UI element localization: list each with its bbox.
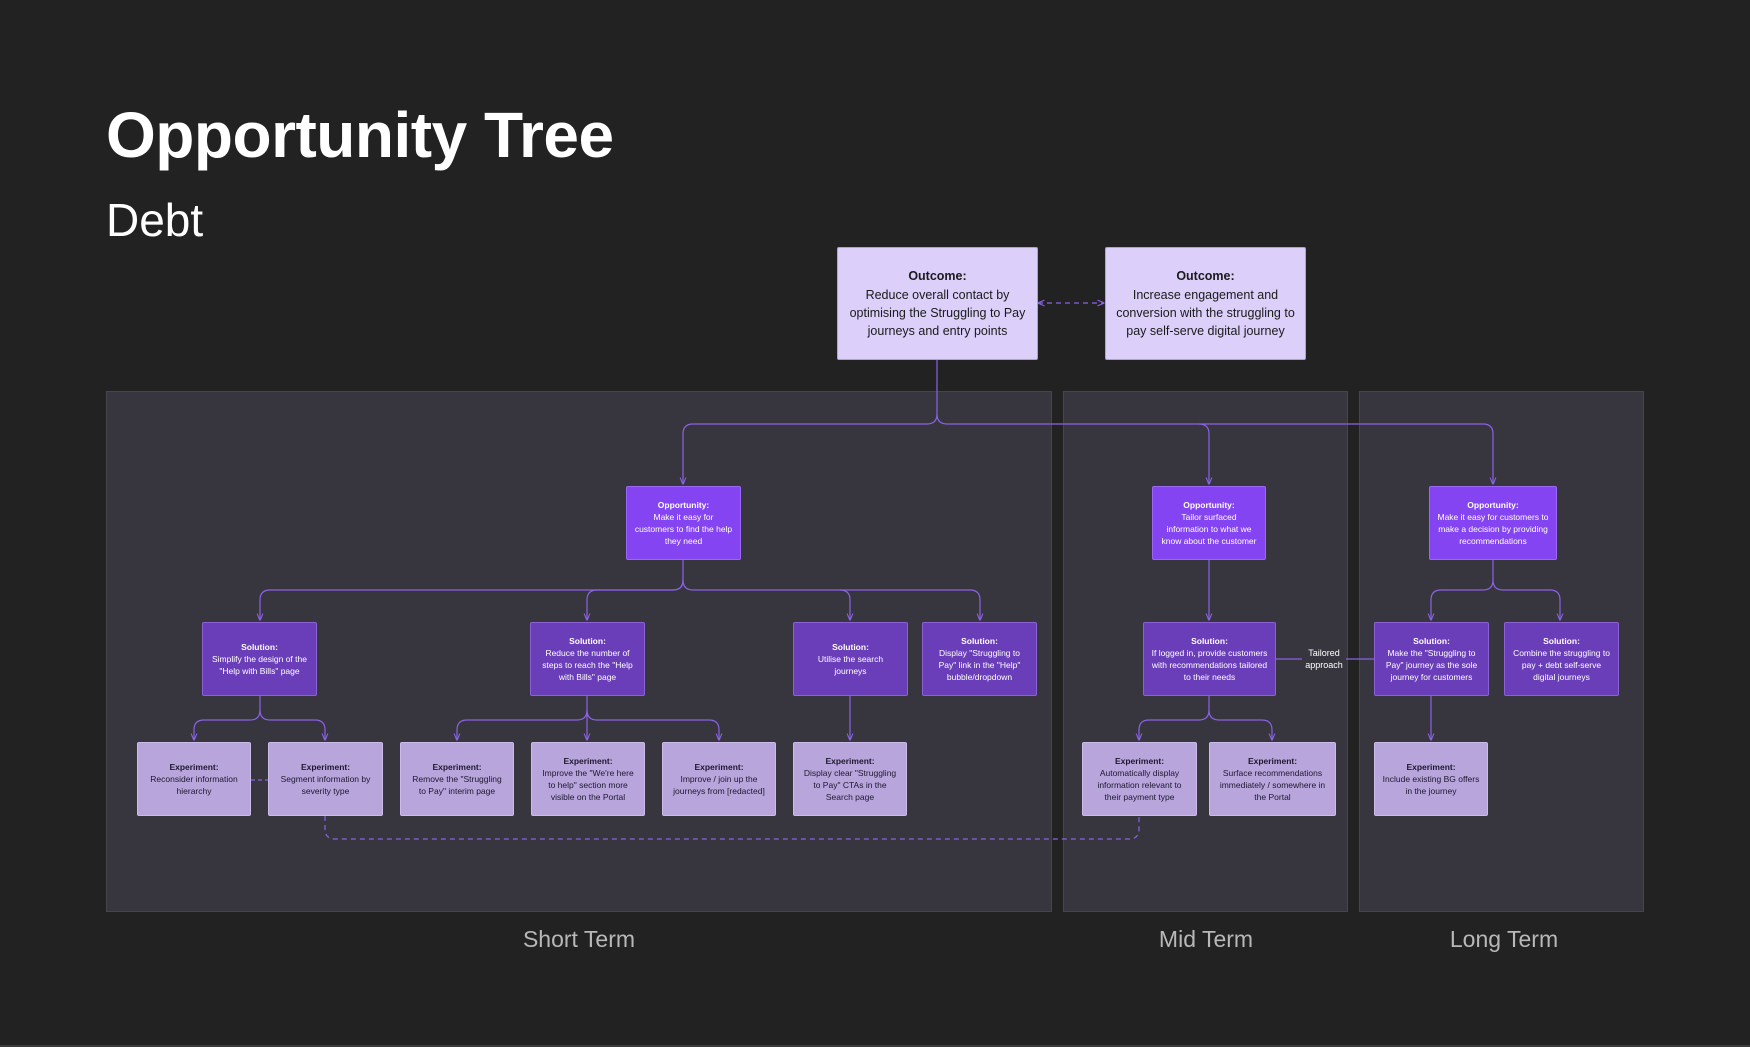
solution-node[interactable]: Solution: Simplify the design of the "He… [202, 622, 317, 696]
bottom-edge [0, 1045, 1750, 1047]
sol1-trunk [194, 696, 261, 740]
link-experiment-5 [586, 709, 719, 740]
mid-term-label: Mid Term [1158, 926, 1254, 952]
experiment-node[interactable]: Experiment: Reconsider information hiera… [137, 742, 251, 816]
experiment-node[interactable]: Experiment: Improve / join up the journe… [662, 742, 776, 816]
opportunity-node[interactable]: Opportunity: Tailor surfaced information… [1152, 486, 1266, 560]
solution-node[interactable]: Solution: Utilise the search journeys [793, 622, 908, 696]
sol5-trunk [1139, 696, 1210, 740]
link-solution-7 [1492, 579, 1560, 620]
outcome-trunk [926, 360, 938, 425]
experiment-2-7-link [324, 816, 1140, 840]
tailored-approach-label: Tailored approach [1305, 648, 1343, 670]
experiment-node[interactable]: Experiment: Automatically display inform… [1082, 742, 1197, 816]
solution-node[interactable]: Solution: If logged in, provide customer… [1143, 622, 1276, 696]
link-experiment-8 [1208, 709, 1272, 740]
link-solution-3 [682, 579, 850, 620]
page-title: Opportunity Tree [106, 99, 614, 171]
link-opportunity-1 [683, 423, 927, 484]
solution-node[interactable]: Solution: Make the "Struggling to Pay" j… [1374, 622, 1489, 696]
link-solution-4 [840, 589, 980, 620]
experiment-node[interactable]: Experiment: Include existing BG offers i… [1374, 742, 1488, 816]
opportunity-node[interactable]: Opportunity: Make it easy for customers … [1429, 486, 1557, 560]
long-term-label: Long Term [1449, 926, 1559, 952]
experiment-node[interactable]: Experiment: Improve the "We're here to h… [531, 742, 645, 816]
page-subtitle: Debt [106, 194, 204, 246]
link-opportunity-2 [936, 413, 1209, 484]
link-opportunity-3 [1199, 423, 1493, 484]
outcome-node[interactable]: Outcome: Reduce overall contact by optim… [837, 247, 1038, 360]
solution-node[interactable]: Solution: Display "Struggling to Pay" li… [922, 622, 1037, 696]
opp3-trunk [1431, 560, 1494, 620]
experiment-node[interactable]: Experiment: Segment information by sever… [268, 742, 383, 816]
short-term-label: Short Term [522, 926, 636, 952]
solution-node[interactable]: Solution: Reduce the number of steps to … [530, 622, 645, 696]
link-experiment-3 [457, 709, 588, 740]
opportunity-node[interactable]: Opportunity: Make it easy for customers … [626, 486, 741, 560]
outcome-node[interactable]: Outcome: Increase engagement and convers… [1105, 247, 1306, 360]
experiment-node[interactable]: Experiment: Display clear "Struggling to… [793, 742, 907, 816]
link-experiment-2 [259, 709, 325, 740]
experiment-node[interactable]: Experiment: Surface recommendations imme… [1209, 742, 1336, 816]
link-solution-2 [587, 579, 684, 620]
solution-node[interactable]: Solution: Combine the struggling to pay … [1504, 622, 1619, 696]
link-solution-1 [260, 589, 673, 620]
experiment-node[interactable]: Experiment: Remove the "Struggling to Pa… [400, 742, 514, 816]
